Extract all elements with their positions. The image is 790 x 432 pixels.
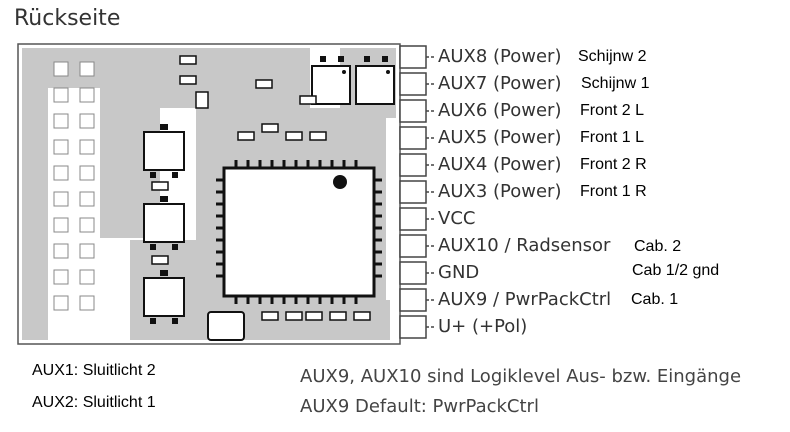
pin-label-aux3: AUX3 (Power) — [438, 181, 562, 202]
pin-label-aux6: AUX6 (Power) — [438, 100, 562, 121]
main-ic — [222, 166, 376, 298]
ic-pin1-dot — [333, 175, 347, 189]
pin-label-aux4: AUX4 (Power) — [438, 154, 562, 175]
page-title: Rückseite — [14, 6, 121, 31]
aux1-note: AUX1: Sluitlicht 2 — [32, 362, 156, 379]
function-label-aux6: Front 2 L — [580, 102, 645, 119]
transistor-tabs — [150, 56, 390, 324]
pin-label-gnd: GND — [438, 262, 480, 283]
pin-label-aux9: AUX9 / PwrPackCtrl — [438, 289, 612, 310]
lead-lines — [426, 56, 436, 328]
function-label-aux4: Front 2 R — [580, 156, 647, 173]
pin-label-aux7: AUX7 (Power) — [438, 73, 562, 94]
logic-level-note: AUX9, AUX10 sind Logiklevel Aus- bzw. Ei… — [300, 366, 742, 387]
aux2-note: AUX2: Sluitlicht 1 — [32, 394, 156, 411]
connector-pins — [399, 45, 427, 339]
pin-label-aux10: AUX10 / Radsensor — [438, 235, 611, 256]
function-label-aux7: Schijnw 1 — [581, 75, 650, 92]
function-label-aux10: Cab. 2 — [634, 238, 682, 255]
function-label-aux5: Front 1 L — [580, 129, 645, 146]
function-label-aux3: Front 1 R — [580, 183, 647, 200]
pin-label-aux8: AUX8 (Power) — [438, 46, 562, 67]
pad-columns — [53, 61, 95, 311]
ic-pins — [216, 160, 382, 304]
function-label-aux9: Cab. 1 — [631, 291, 679, 308]
function-label-gnd: Cab 1/2 gnd — [632, 262, 720, 279]
aux9-default-note: AUX9 Default: PwrPackCtrl — [300, 396, 539, 417]
smd-components — [151, 55, 371, 321]
pin-label-aux5: AUX5 (Power) — [438, 127, 562, 148]
pin-label-vcc: VCC — [438, 208, 476, 229]
function-label-aux8: Schijnw 2 — [578, 48, 647, 65]
pin-label-uplus: U+ (+Pol) — [438, 316, 528, 337]
